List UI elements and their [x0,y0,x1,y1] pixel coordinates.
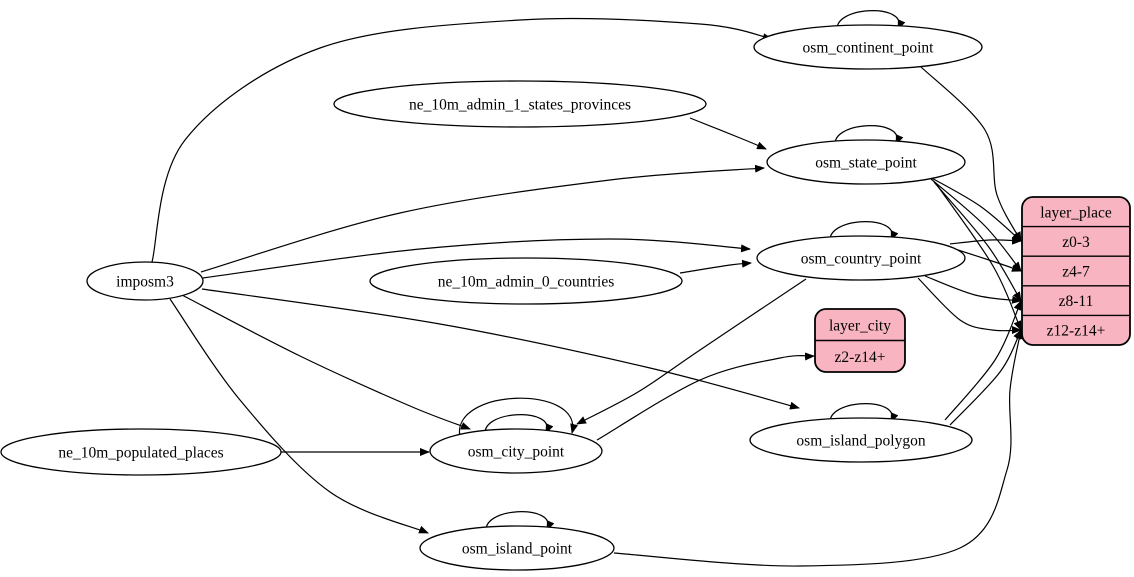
edge-imposm3-to-osm_state_point [200,164,765,273]
node-layer_city-row-z2-z14+-label: z2-z14+ [835,349,886,366]
node-layer_place-row-z4-7-label: z4-7 [1062,264,1090,281]
node-layer_place-row-z12-z14+-label: z12-z14+ [1047,323,1106,340]
node-osm_city_point-label: osm_city_point [468,444,565,461]
edge-osm_state_point-to-layer_place-z8-11 [933,181,1022,302]
node-osm_city_point-shape [429,428,603,474]
node-ne_10m_populated_places-shape [0,428,282,476]
node-imposm3: imposm3 [86,261,204,301]
node-layer_place-row-z8-11-label: z8-11 [1059,293,1094,310]
edge-osm_state_point-self-loop-1 [834,125,904,149]
edge-osm_country_point-to-layer_place-z12-z14+ [917,277,1022,335]
node-osm_continent_point: osm_continent_point [753,24,983,70]
edge-osm_continent_point-to-layer_place-z0-3 [919,65,1022,242]
node-osm_state_point: osm_state_point [766,139,966,185]
edge-osm_country_point-self-loop-1 [829,221,899,245]
edge-osm_city_point-to-layer_city-z2-z14+ [596,352,815,441]
edge-osm_island_polygon-self-loop-1 [829,403,899,427]
node-osm_continent_point-label: osm_continent_point [803,40,935,57]
edge-osm_island_polygon-to-layer_place-z12-z14+ [949,329,1022,426]
node-ne_10m_admin_1_states_provinces: ne_10m_admin_1_states_provinces [333,80,707,128]
node-osm_island_polygon-label: osm_island_polygon [796,433,925,450]
node-layer_place-row-z0-3-label: z0-3 [1062,234,1090,251]
node-layer_city: layer_city z2-z14+ [814,308,906,373]
edges-layer [151,10,1024,567]
node-osm_island_point-shape [419,525,615,571]
edge-imposm3-to-osm_continent_point [151,17,773,263]
node-layer_place-shape [1021,196,1131,346]
edge-osm_country_point-to-layer_place-z8-11 [924,275,1022,304]
edge-imposm3-to-osm_country_point [202,238,751,279]
node-ne_10m_admin_1_states_provinces-label: ne_10m_admin_1_states_provinces [409,97,631,114]
node-osm_island_polygon-shape [749,417,973,463]
node-layer_place: layer_place z0-3 z4-7 z8-11 z12-z14+ [1021,196,1131,346]
edge-osm_island_point-self-loop-1 [485,511,555,535]
node-imposm3-label: imposm3 [116,274,174,291]
node-osm_country_point-shape [756,235,966,281]
node-osm_state_point-label: osm_state_point [815,155,917,172]
edge-imposm3-to-osm_island_point [169,298,429,534]
edge-osm_city_point-self-loop-2 [459,397,579,438]
node-ne_10m_admin_0_countries: ne_10m_admin_0_countries [369,257,683,305]
node-layer_city-row-title-label: layer_city [829,317,891,334]
node-ne_10m_populated_places: ne_10m_populated_places [0,428,282,476]
node-osm_island_point: osm_island_point [419,525,615,571]
edge-osm_continent_point-self-loop-1 [836,10,906,34]
node-ne_10m_admin_0_countries-label: ne_10m_admin_0_countries [438,274,615,291]
node-osm_country_point: osm_country_point [756,235,966,281]
edge-osm_country_point-to-osm_city_point [576,278,807,425]
edge-ne_10m_admin_0_countries-to-osm_country_point [679,259,752,274]
edge-osm_country_point-to-layer_place-z0-3 [949,236,1022,245]
node-osm_continent_point-shape [753,24,983,70]
node-osm_city_point: osm_city_point [429,428,603,474]
edge-imposm3-to-osm_island_polygon [201,288,800,410]
node-layer_place-row-title-label: layer_place [1040,204,1112,221]
edge-imposm3-to-osm_city_point [181,294,471,430]
edge-osm_country_point-to-layer_place-z4-7 [957,249,1022,272]
edge-osm_state_point-to-layer_place-z0-3 [927,175,1022,242]
node-ne_10m_admin_0_countries-shape [369,257,683,305]
edge-ne_10m_admin_1_states_provinces-to-osm_state_point [689,117,767,150]
node-ne_10m_populated_places-label: ne_10m_populated_places [58,445,223,462]
edge-osm_city_point-self-loop-1 [484,414,554,438]
node-ne_10m_admin_1_states_provinces-shape [333,80,707,128]
node-imposm3-shape [86,261,204,301]
edge-osm_island_polygon-to-layer_place-z8-11 [944,300,1022,421]
node-osm_country_point-label: osm_country_point [801,251,922,268]
nodes-layer: imposm3 ne_10m_admin_1_states_provincesne… [0,24,1131,571]
edge-osm_state_point-to-layer_place-z4-7 [930,178,1022,272]
node-osm_island_polygon: osm_island_polygon [749,417,973,463]
node-osm_island_point-label: osm_island_point [462,541,573,558]
edge-osm_island_point-to-layer_place-z12-z14+ [613,329,1024,567]
node-osm_state_point-shape [766,139,966,185]
